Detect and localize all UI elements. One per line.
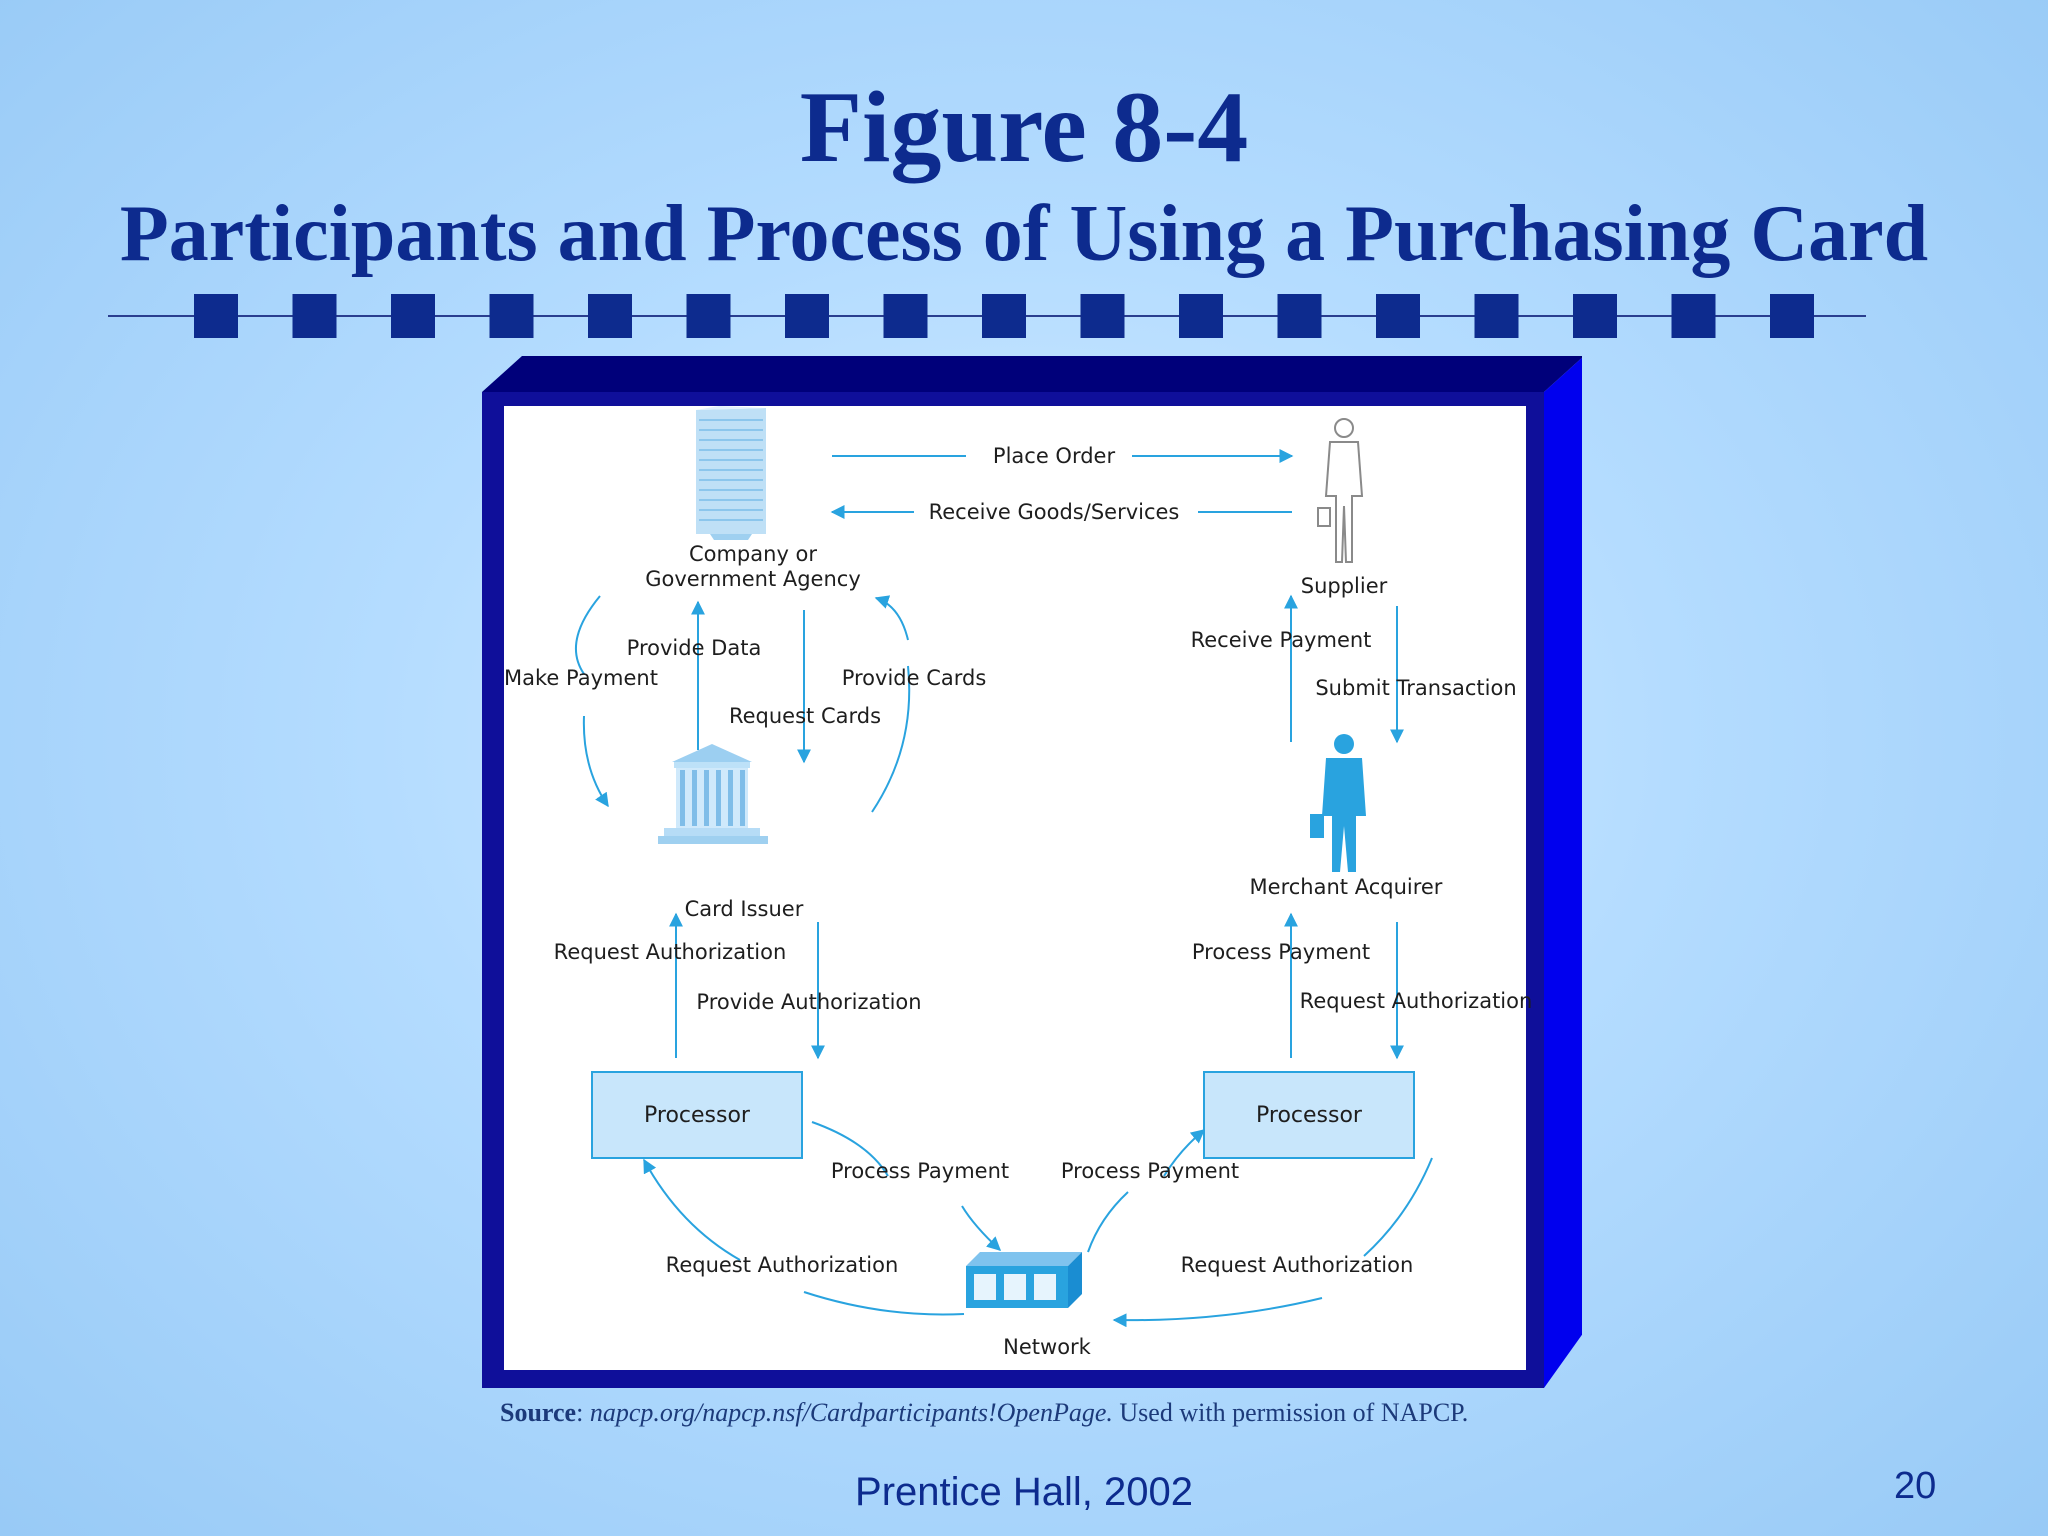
divider-square [1770,294,1814,338]
receive-payment-label: Receive Payment [1191,628,1372,652]
processor-left: Processor [591,1071,803,1159]
divider-square [588,294,632,338]
card-issuer-label: Card Issuer [685,897,804,921]
request-cards-label: Request Cards [729,704,881,728]
svg-text:Processor: Processor [1256,1103,1363,1128]
divider-square [1573,294,1617,338]
right-process-payment-label: Process Payment [1061,1159,1239,1183]
divider-square [785,294,829,338]
company-label-line1: Company or [689,542,817,566]
divider-square [1179,294,1223,338]
issuer-provide-authorization-label: Provide Authorization [696,990,921,1014]
office-building-icon [696,406,766,540]
page-number: 20 [1894,1465,1937,1507]
source-note: Used with permission of NAPCP. [1112,1398,1469,1427]
slide-subtitle: Participants and Process of Using a Purc… [119,190,1929,278]
make-payment-label: Make Payment [504,666,658,690]
divider-square [391,294,435,338]
flow-arrows [575,449,1433,1328]
divider-square [1474,294,1519,338]
provide-cards-label: Provide Cards [842,666,987,690]
footer-publisher: Prentice Hall, 2002 [855,1470,1193,1514]
supplier-label: Supplier [1301,574,1388,598]
issuer-request-authorization-label: Request Authorization [554,940,787,964]
divider-square [883,294,928,338]
divider-square [1080,294,1125,338]
title-divider [108,294,1866,338]
bank-building-icon [658,744,768,844]
divider-square [1277,294,1322,338]
source-separator: : [576,1398,584,1427]
divider-square [982,294,1026,338]
left-process-payment-label: Process Payment [831,1159,1009,1183]
figure-frame: Processor Processor [482,356,1582,1388]
source-citation: Source: napcp.org/napcp.nsf/Cardparticip… [500,1397,1500,1429]
place-order-label: Place Order [993,444,1116,468]
network-label: Network [1003,1335,1092,1359]
provide-data-label: Provide Data [627,636,762,660]
acquirer-request-authorization-label: Request Authorization [1300,989,1533,1013]
divider-square [686,294,731,338]
acquirer-process-payment-label: Process Payment [1192,940,1370,964]
divider-square [194,294,238,338]
svg-text:Processor: Processor [644,1103,751,1128]
processor-right: Processor [1203,1071,1415,1159]
merchant-acquirer-label: Merchant Acquirer [1250,875,1443,899]
divider-square [489,294,534,338]
supplier-person-icon [1317,418,1364,563]
divider-square [292,294,337,338]
receive-goods-label: Receive Goods/Services [929,500,1180,524]
purchasing-card-diagram: Processor Processor [504,406,1532,1359]
source-reference: napcp.org/napcp.nsf/Cardparticipants!Ope… [589,1398,1113,1427]
company-label-line2: Government Agency [645,567,861,591]
slide-title: Figure 8-4 [799,71,1249,184]
merchant-acquirer-person-icon [1310,734,1366,872]
divider-square [1671,294,1716,338]
divider-square [1376,294,1420,338]
source-label: Source [500,1398,577,1427]
left-request-authorization-label: Request Authorization [666,1253,899,1277]
right-request-authorization-label: Request Authorization [1181,1253,1414,1277]
network-device-icon [966,1252,1082,1308]
submit-transaction-label: Submit Transaction [1315,676,1516,700]
